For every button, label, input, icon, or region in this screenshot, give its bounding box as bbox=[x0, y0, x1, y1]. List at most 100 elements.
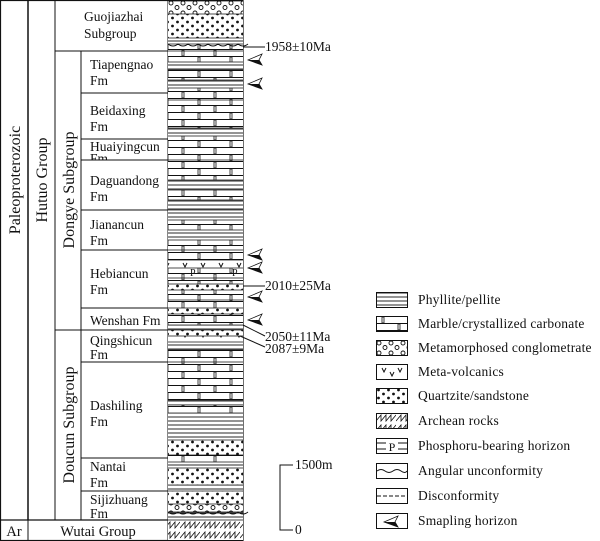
litho-band-phyllite bbox=[168, 128, 243, 136]
fm-nantai-1: Nantai bbox=[90, 459, 126, 474]
litho-band-marble bbox=[168, 250, 243, 260]
legend-label: Disconformity bbox=[418, 488, 500, 503]
volcanics-swatch-icon bbox=[376, 364, 408, 380]
conglomerate-swatch-icon bbox=[376, 340, 408, 356]
era-label: Paleoproterozoic bbox=[7, 126, 24, 234]
fm-hebiancun-2: Fm bbox=[90, 282, 109, 297]
litho-band-phyllite bbox=[168, 230, 243, 240]
angular-unconformity-line bbox=[167, 43, 249, 47]
litho-band-marble bbox=[168, 136, 243, 160]
legend-item-disconformity: Disconformity bbox=[376, 486, 499, 506]
litho-band-marble bbox=[168, 362, 243, 400]
fm-tiapengnao-1: Tiapengnao bbox=[90, 57, 153, 72]
disconformity-swatch-icon bbox=[376, 488, 408, 504]
litho-band-phyllite bbox=[168, 325, 243, 330]
litho-band-phyllite bbox=[168, 80, 243, 88]
subgroup-dongye-label: Dongye Subgroup bbox=[61, 132, 78, 249]
group-label: Hutuo Group bbox=[34, 138, 51, 223]
litho-band-phyllite bbox=[168, 210, 243, 220]
legend-item-angular: Angular unconformity bbox=[376, 461, 543, 481]
legend-label: Metamorphosed conglometrate bbox=[418, 340, 592, 355]
age-2087: 2087±9Ma bbox=[265, 341, 324, 356]
subgroup-guojiazhai-line-2: Subgroup bbox=[84, 26, 137, 41]
formation-labels: Tiapengnao Fm Beidaxing Fm Huaiyingcun F… bbox=[90, 57, 161, 521]
legend-label: Quartzite/sandstone bbox=[418, 388, 530, 403]
fm-jianancun-1: Jianancun bbox=[90, 217, 144, 232]
legend-item-marble: Marble/crystallized carbonate bbox=[376, 314, 585, 334]
phosphorus-symbol: P bbox=[389, 440, 396, 454]
fm-hebiancun-1: Hebiancun bbox=[90, 266, 149, 281]
fm-sijizhuang-2: Fm bbox=[90, 506, 109, 521]
litho-band-phyllite bbox=[168, 400, 243, 405]
legend-item-volcanics: Meta-volcanics bbox=[376, 362, 504, 382]
litho-band-quartzite bbox=[168, 14, 243, 38]
age-1958: 1958±10Ma bbox=[265, 39, 331, 54]
fm-huaiyingcun-2: Fm bbox=[90, 151, 109, 166]
litho-band-phyllite bbox=[168, 38, 243, 44]
litho-band-conglomerate bbox=[168, 504, 243, 512]
litho-band-marble bbox=[168, 100, 243, 128]
litho-band-marble bbox=[168, 220, 243, 230]
litho-band-marble bbox=[168, 190, 243, 200]
fm-tiapengnao-2: Fm bbox=[90, 73, 109, 88]
litho-band-phyllite bbox=[168, 413, 243, 440]
legend-item-quartzite: Quartzite/sandstone bbox=[376, 386, 529, 406]
legend-label: Meta-volcanics bbox=[418, 364, 505, 379]
quartzite-swatch-icon bbox=[376, 388, 408, 404]
litho-band-marble bbox=[168, 268, 243, 278]
litho-band-volcanics bbox=[168, 336, 243, 342]
fm-huaiyingcun-1: Huaiyingcun bbox=[90, 139, 160, 154]
subgroup-guojiazhai-line-1: Guojiazhai bbox=[84, 9, 143, 24]
litho-band-quartzite bbox=[168, 284, 243, 290]
legend-item-sampling: Smapling horizon bbox=[376, 511, 518, 531]
litho-band-marble bbox=[168, 70, 243, 80]
fm-beidaxing-2: Fm bbox=[90, 119, 109, 134]
phosphorus-symbol: P bbox=[190, 268, 196, 279]
litho-band-marble bbox=[168, 240, 243, 250]
legend-item-archean: Archean rocks bbox=[376, 411, 499, 431]
angular-unconformity-swatch-icon bbox=[376, 463, 408, 479]
litho-band-phyllite bbox=[168, 62, 243, 70]
basement-era: Ar bbox=[6, 524, 21, 540]
sampling-marker-fill bbox=[248, 84, 262, 89]
fm-qingshicun-2: Fm bbox=[90, 347, 109, 362]
fm-nantai-2: Fm bbox=[90, 475, 109, 490]
fm-beidaxing-1: Beidaxing bbox=[90, 103, 146, 118]
scale-bar: 1500m 0 bbox=[279, 457, 333, 537]
fm-dashiling-2: Fm bbox=[90, 414, 109, 429]
sampling-markers bbox=[246, 53, 263, 326]
litho-band-phyllite bbox=[168, 200, 243, 210]
litho-band-phyllite bbox=[168, 462, 243, 468]
litho-band-marble bbox=[168, 88, 243, 100]
legend-label: Smapling horizon bbox=[418, 513, 518, 528]
sampling-marker-fill bbox=[248, 268, 262, 273]
litho-band-phyllite bbox=[168, 512, 243, 520]
age-2010: 2010±25Ma bbox=[265, 278, 331, 293]
phosphorus-swatch-icon: P bbox=[376, 438, 408, 454]
sampling-horizon-icon bbox=[246, 248, 263, 261]
litho-band-conglomerate bbox=[168, 1, 243, 14]
litho-band-phyllite bbox=[168, 342, 243, 350]
litho-band-marble bbox=[168, 314, 243, 325]
fm-dashiling-1: Dashiling bbox=[90, 398, 143, 413]
age-2050: 2050±11Ma bbox=[265, 329, 330, 344]
sampling-horizon-icon bbox=[246, 313, 263, 326]
phosphorus-symbol: P bbox=[232, 268, 238, 279]
sampling-marker-fill bbox=[248, 320, 262, 325]
litho-band-marble bbox=[168, 51, 243, 62]
litho-band-quartzite bbox=[168, 491, 243, 504]
sampling-horizon-swatch-icon bbox=[376, 513, 408, 529]
litho-band-marble bbox=[168, 455, 243, 462]
fm-sijizhuang-1: Sijizhuang bbox=[90, 492, 148, 507]
legend-label: Marble/crystallized carbonate bbox=[418, 316, 585, 331]
sampling-marker-fill bbox=[248, 297, 262, 302]
litho-band-phyllite bbox=[168, 485, 243, 491]
litho-band-quartzite bbox=[168, 440, 243, 455]
litho-band-volcanics bbox=[168, 260, 243, 268]
fm-jianancun-2: Fm bbox=[90, 233, 109, 248]
sampling-horizon-icon bbox=[246, 77, 263, 90]
fm-daguandong-1: Daguandong bbox=[90, 173, 159, 188]
legend-label: Archean rocks bbox=[418, 413, 499, 428]
